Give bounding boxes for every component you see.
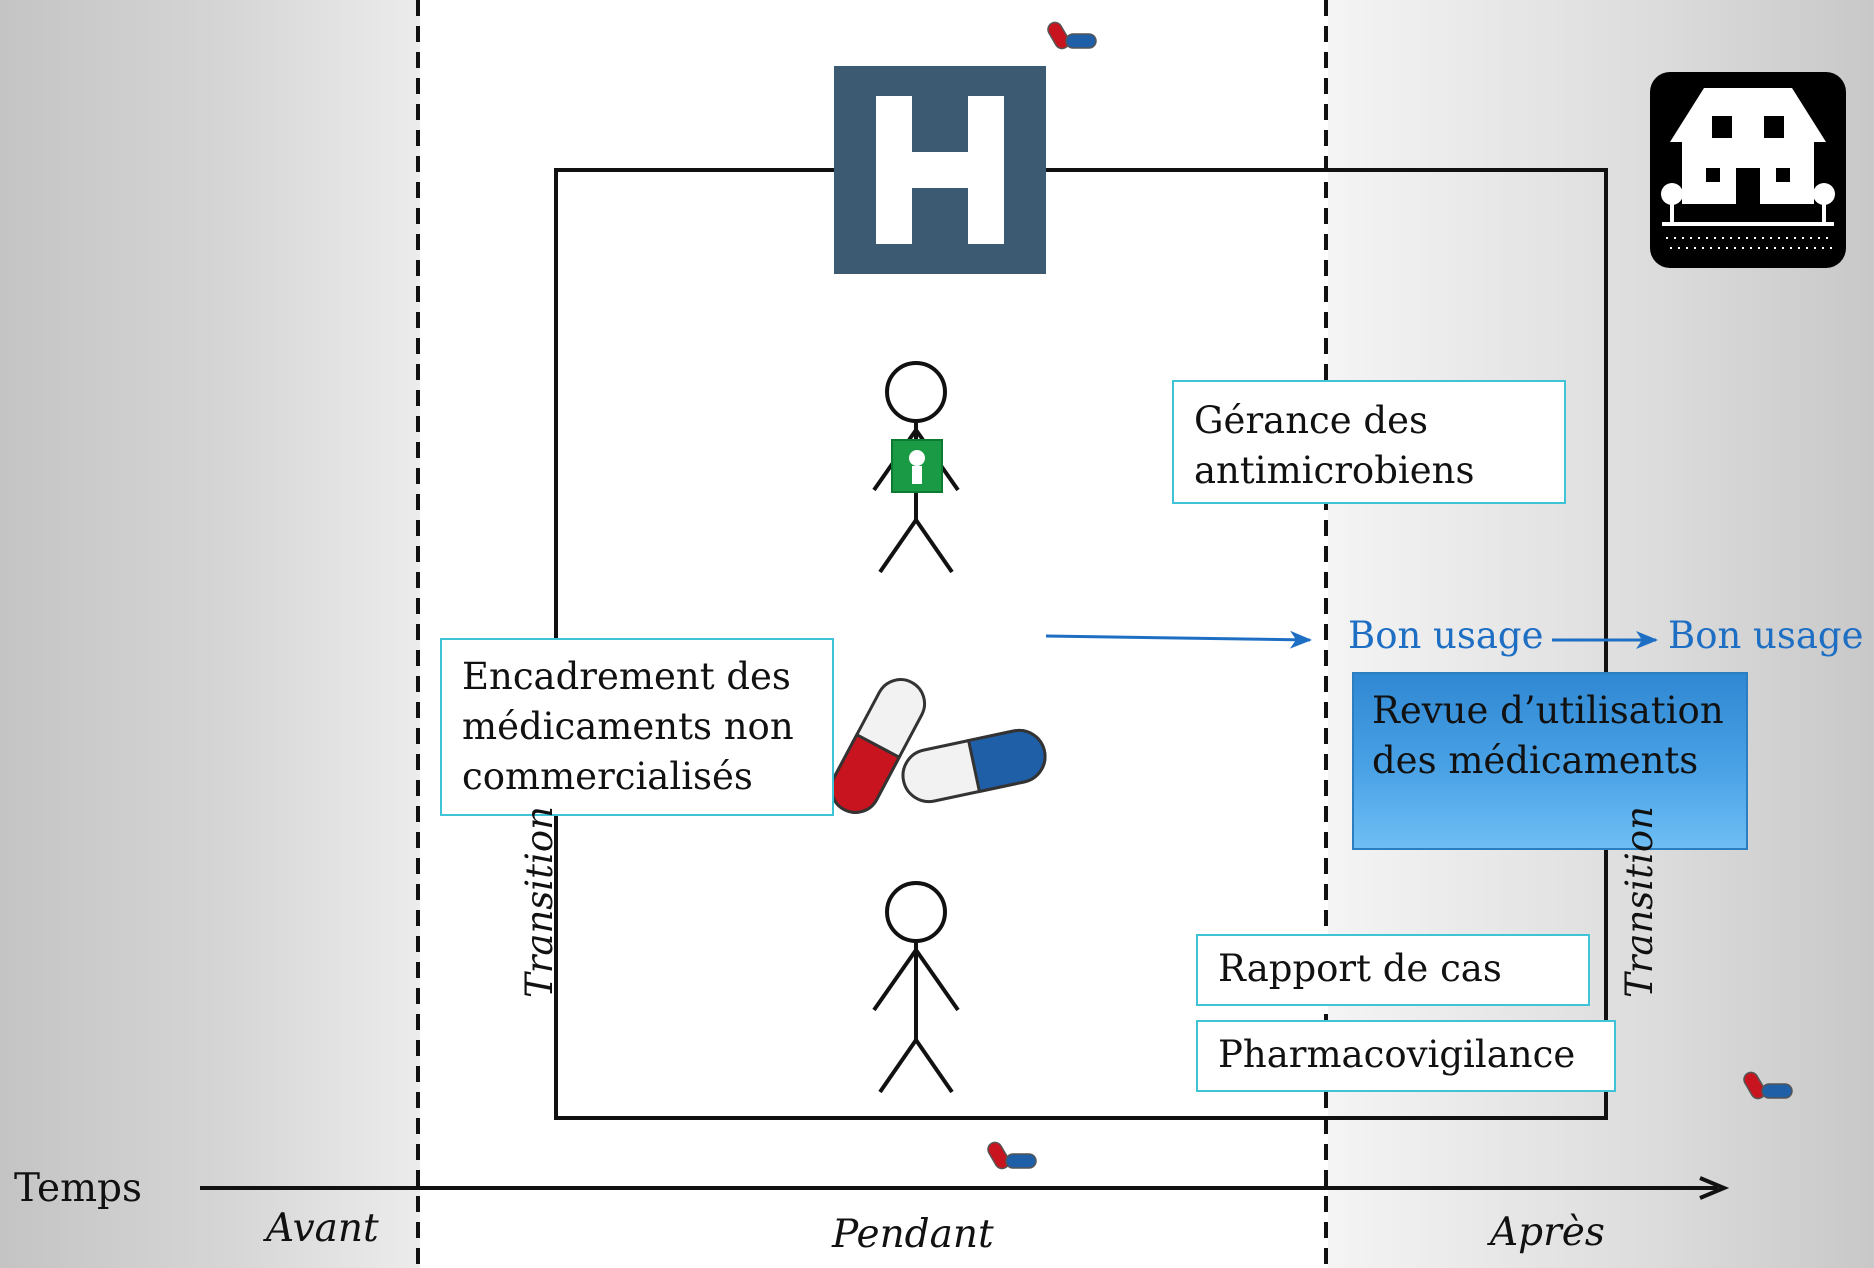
phase-before-label: Avant [266,1206,379,1251]
before-phase-region [0,0,420,1268]
drug-use-review-box: Revue d’utilisation des médicaments [1352,672,1748,850]
unmarketed-drugs-box: Encadrement des médicaments non commerci… [440,638,834,816]
small-capsules-icon-top [1047,21,1097,50]
pharmacovigilance-box: Pharmacovigilance [1196,1020,1616,1092]
unmarketed-drugs-text: Encadrement des médicaments non commerci… [462,655,794,798]
patient-icon [872,881,960,1094]
pharmacovigilance-text: Pharmacovigilance [1218,1033,1576,1076]
house-icon [1650,72,1846,268]
small-capsules-icon-bottom [987,1141,1037,1170]
small-capsules-icon-right [1743,1071,1793,1100]
good-use-arrow-1 [1045,630,1312,649]
drug-use-review-text: Revue d’utilisation des médicaments [1372,689,1724,782]
phase-during-label: Pendant [832,1212,994,1257]
stewardship-box: Gérance des antimicrobiens [1172,380,1566,504]
stewardship-text: Gérance des antimicrobiens [1194,399,1475,492]
transition-label-left: Transition [518,806,561,998]
phase-after-label: Après [1490,1210,1605,1255]
capsules-icon [829,678,1047,814]
time-axis-arrowhead [1699,1176,1730,1200]
pharmacist-icon [872,361,960,574]
good-use-label-2: Bon usage [1668,614,1864,657]
case-report-text: Rapport de cas [1218,947,1502,990]
hospital-icon [834,66,1046,274]
case-report-box: Rapport de cas [1196,934,1590,1006]
good-use-label-1: Bon usage [1348,614,1544,657]
transition-label-right: Transition [1618,806,1661,998]
time-axis-label: Temps [14,1166,143,1211]
